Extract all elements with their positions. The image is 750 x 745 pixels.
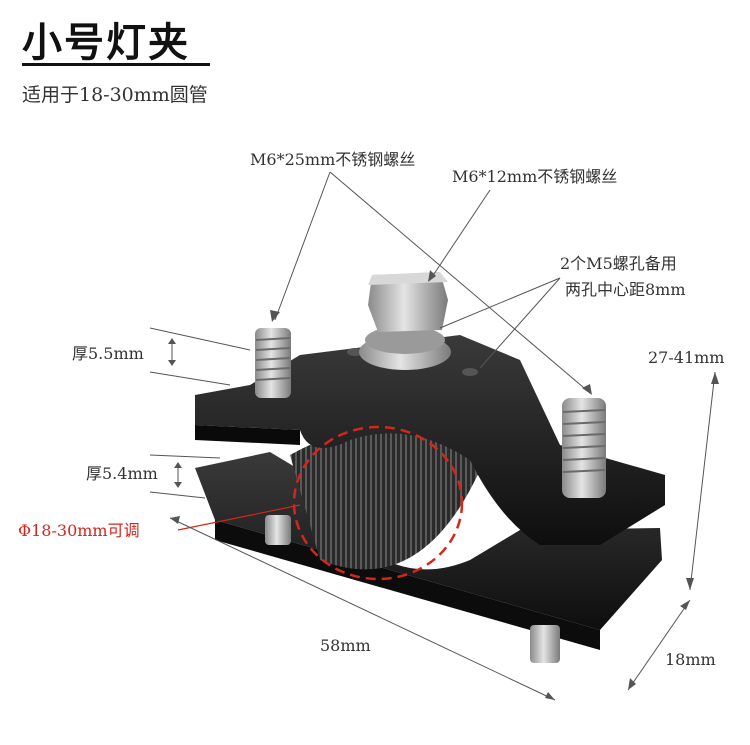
page-subtitle: 适用于18-30mm圆管 [22, 84, 208, 106]
label-short-bolt: M6*12mm不锈钢螺丝 [452, 167, 618, 186]
long-bolt-left [255, 328, 291, 398]
diameter-pointer [177, 504, 301, 531]
title-underline [22, 63, 210, 66]
label-height-range: 27-41mm [648, 348, 725, 367]
label-thickness-top: 厚5.5mm [72, 344, 144, 363]
label-hole-distance: 两孔中心距8mm [565, 280, 686, 299]
diameter-indicator-circle [292, 425, 464, 581]
label-thickness-bottom: 厚5.4mm [86, 464, 158, 483]
dimension-arrows [168, 270, 719, 700]
leader-lines [149, 171, 716, 701]
long-bolt-right [562, 398, 606, 498]
label-depth: 18mm [665, 650, 716, 669]
label-long-bolt: M6*25mm不锈钢螺丝 [250, 150, 416, 169]
label-diameter: Φ18-30mm可调 [18, 521, 140, 540]
serrated-grip [290, 425, 480, 570]
page-title: 小号灯夹 [22, 20, 190, 66]
label-length: 58mm [320, 636, 371, 655]
short-bolt [359, 272, 451, 370]
label-spare-holes: 2个M5螺孔备用 [560, 254, 677, 273]
upper-clamp-body [195, 335, 665, 545]
